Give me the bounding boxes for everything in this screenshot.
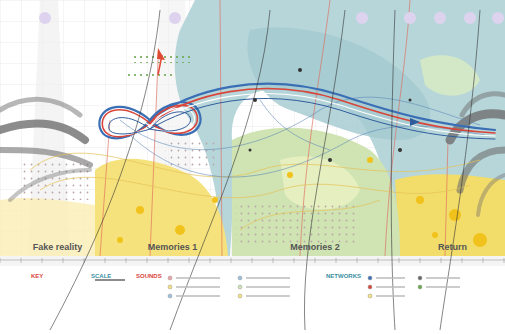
axis-tick [441, 258, 442, 263]
axis-tick [147, 258, 148, 263]
axis-tick [231, 258, 232, 263]
axis-tick [273, 258, 274, 263]
axis-tick [336, 258, 337, 263]
axis-tick [63, 258, 64, 263]
section-band: Memories 1 [115, 238, 230, 256]
section-label: Fake reality [30, 242, 86, 252]
axis-tick [210, 258, 211, 263]
axis-tick [189, 258, 190, 263]
axis-tick [462, 258, 463, 263]
section-band: Fake reality [0, 238, 115, 256]
section-band: Return [400, 238, 505, 256]
axis-tick [21, 258, 22, 263]
axis-tick [294, 258, 295, 263]
axis-tick [483, 258, 484, 263]
legend-heading: KEY [30, 273, 44, 279]
axis-tick [126, 258, 127, 263]
axis-tick [357, 258, 358, 263]
legend-heading: SOUNDS [135, 273, 163, 279]
legend-heading: NETWORKS [325, 273, 362, 279]
axis-tick [105, 258, 106, 263]
axis-tick [504, 258, 505, 263]
axis-tick [315, 258, 316, 263]
section-label: Return [435, 242, 470, 252]
axis-tick [0, 258, 1, 263]
axis-tick [399, 258, 400, 263]
legend-heading: SCALE [90, 273, 112, 279]
axis-tick [252, 258, 253, 263]
axis-tick [42, 258, 43, 263]
section-band: Memories 2 [230, 238, 400, 256]
axis-tick [420, 258, 421, 263]
axis-tick [168, 258, 169, 263]
section-label: Memories 1 [145, 242, 201, 252]
section-label: Memories 2 [287, 242, 343, 252]
axis-tick [378, 258, 379, 263]
